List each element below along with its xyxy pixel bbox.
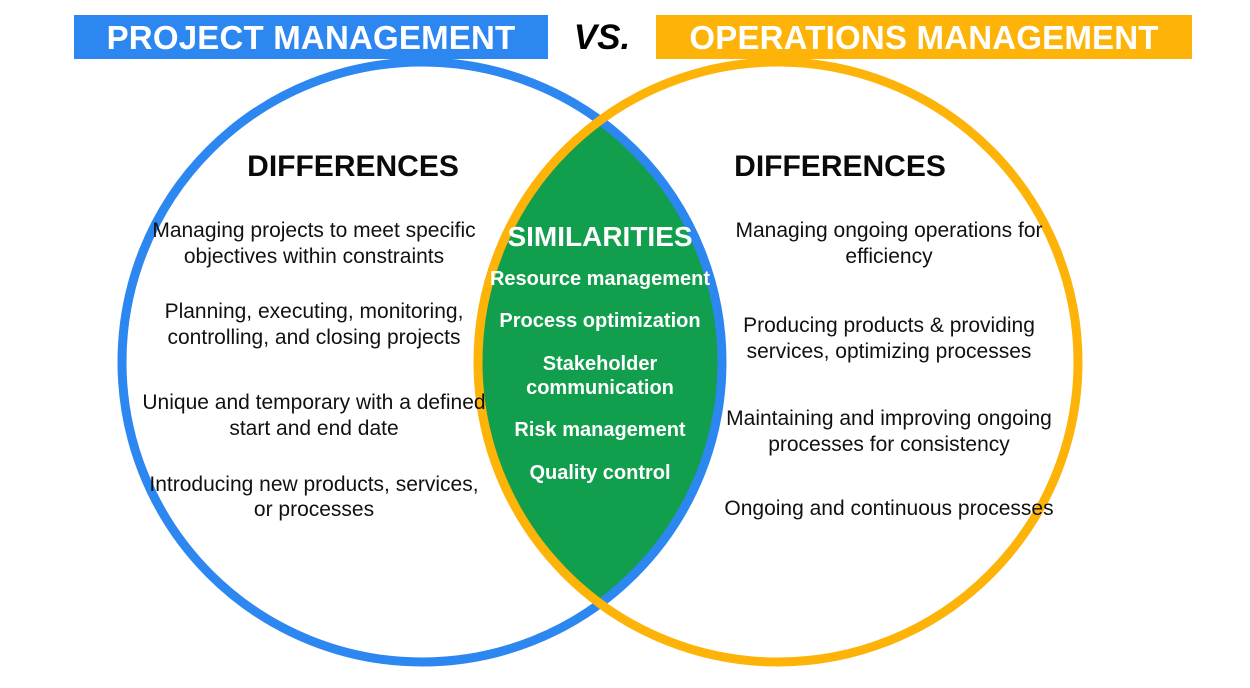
list-item: Quality control [529,461,671,484]
list-item: Producing products & providing services,… [743,314,1035,363]
intersection-lens-shape [478,62,722,662]
list-item: Resource management [489,267,711,290]
list-item: Maintaining and improving ongoing proces… [726,407,1052,457]
left-differences-heading: DIFFERENCES [247,150,459,183]
similarities-heading: SIMILARITIES [507,221,693,252]
list-item: Planning, executing, monitoring, control… [164,300,464,349]
similarities-block: SIMILARITIES Resource management Process… [476,221,724,485]
left-circle-outline [117,57,727,667]
left-differences-list: Managing projects to meet specific objec… [140,218,488,523]
right-circle-outline [473,57,1083,667]
header-banner-operations-management: OPERATIONS MANAGEMENT [656,15,1192,59]
list-item: Stakeholder communication [526,352,674,399]
list-item: Risk management [514,419,686,442]
list-item: Unique and temporary with a defined star… [142,391,486,441]
right-differences-list: Managing ongoing operations for efficien… [700,218,1078,521]
list-item: Managing ongoing operations for efficien… [735,219,1043,268]
list-item: Managing projects to meet specific objec… [152,219,476,268]
header-banner-project-management: PROJECT MANAGEMENT [74,15,548,59]
right-differences-heading: DIFFERENCES [734,150,946,183]
list-item: Ongoing and continuous processes [724,496,1054,520]
list-item: Introducing new products, services, or p… [149,472,479,522]
list-item: Process optimization [499,310,701,333]
versus-label: VS. [573,17,631,57]
